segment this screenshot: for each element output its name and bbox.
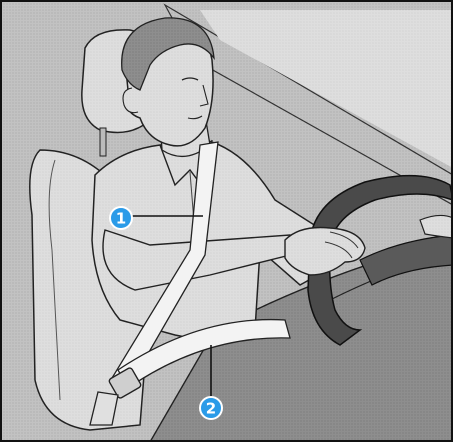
callout-1-number: 1 bbox=[116, 210, 126, 228]
callout-2: 2 bbox=[200, 397, 222, 419]
headrest-post bbox=[100, 128, 106, 156]
callout-2-number: 2 bbox=[206, 400, 216, 418]
callout-1: 1 bbox=[110, 207, 132, 229]
